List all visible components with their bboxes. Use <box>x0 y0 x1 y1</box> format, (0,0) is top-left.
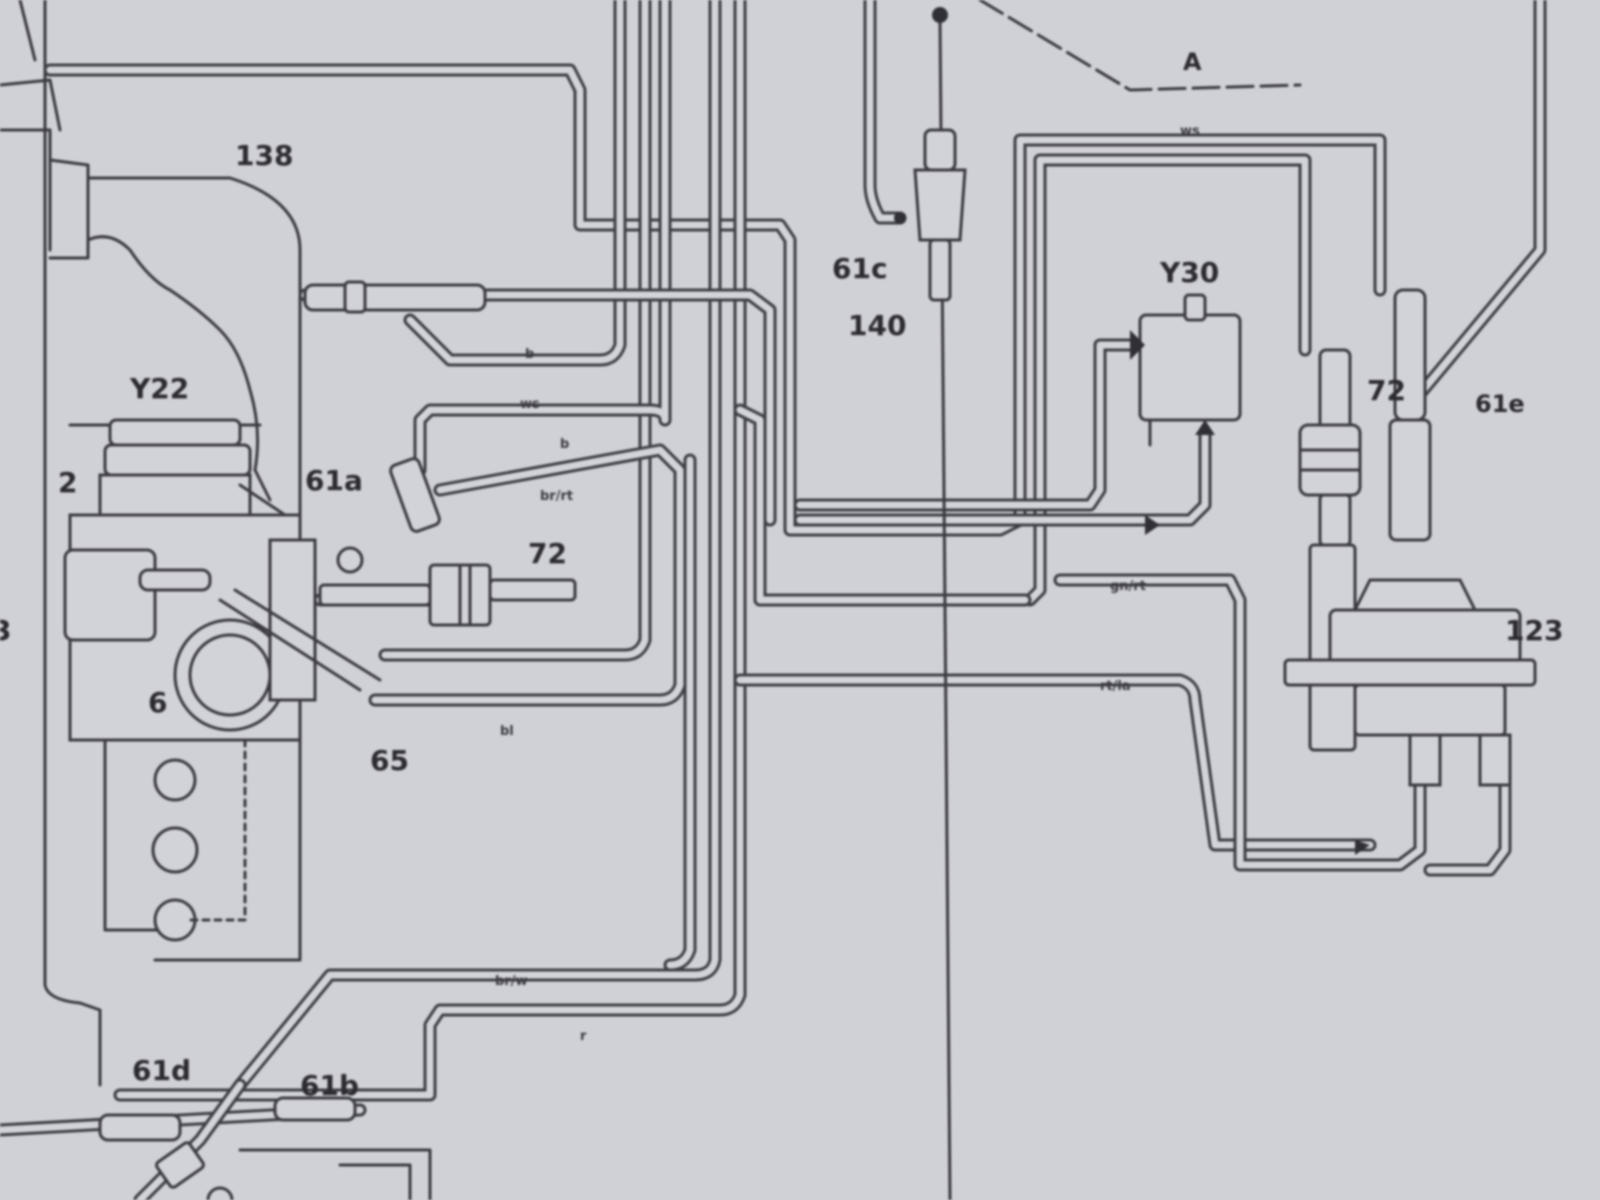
label-a: A <box>1183 48 1202 76</box>
leader-line-a <box>978 0 1302 92</box>
vacuum-unit-123 <box>1283 578 1537 787</box>
engine-outline <box>0 0 302 1087</box>
label-61d: 61d <box>132 1054 191 1087</box>
flow-arrows <box>1130 330 1370 855</box>
label-138: 138 <box>235 139 293 172</box>
hose-color-tags: ws ws b b br/rt bl gn/rt rt/la br/w r <box>495 124 1200 1044</box>
valve-y30 <box>1138 293 1242 447</box>
label-140: 140 <box>848 309 906 342</box>
label-61b: 61b <box>300 1069 359 1102</box>
label-72-left: 72 <box>528 537 567 570</box>
valve-140 <box>894 7 967 302</box>
label-65: 65 <box>370 744 409 777</box>
label-6: 6 <box>148 686 167 719</box>
intake-manifold-138 <box>86 235 272 502</box>
hose-tag: bl <box>500 724 514 739</box>
label-2: 2 <box>58 466 77 499</box>
label-72-right: 72 <box>1367 374 1406 407</box>
bottom-bracket <box>206 1148 432 1200</box>
hose-tag: b <box>560 437 569 452</box>
hose-network <box>0 0 1547 1200</box>
hose-tag: r <box>580 1029 587 1044</box>
label-61e: 61e <box>1475 390 1525 418</box>
label-123: 123 <box>1505 614 1563 647</box>
hose-tag: rt/la <box>1100 679 1131 694</box>
part-labels: 138 A 61c 140 Y30 Y22 2 61a 72 72 61e 12… <box>0 48 1563 1102</box>
label-3: 3 <box>0 614 11 647</box>
label-61c: 61c <box>832 252 888 285</box>
hose-tag: gn/rt <box>1110 579 1146 594</box>
label-61a: 61a <box>305 464 363 497</box>
label-y22: Y22 <box>129 372 189 405</box>
connector-138 <box>303 280 487 314</box>
tee-61a <box>138 457 441 592</box>
connector-61b <box>273 1096 357 1122</box>
label-y30: Y30 <box>1159 256 1219 289</box>
component-housing-3-6 <box>63 513 382 942</box>
hose-tag: br/rt <box>540 489 573 504</box>
filter-72-left <box>318 563 577 627</box>
connector-61d <box>98 1113 205 1189</box>
hose-tag: ws <box>520 397 540 412</box>
hose-tag: br/w <box>495 974 527 989</box>
hose-tag: b <box>525 347 534 362</box>
hose-tag: ws <box>1180 124 1200 139</box>
tee-61e <box>1388 288 1432 542</box>
